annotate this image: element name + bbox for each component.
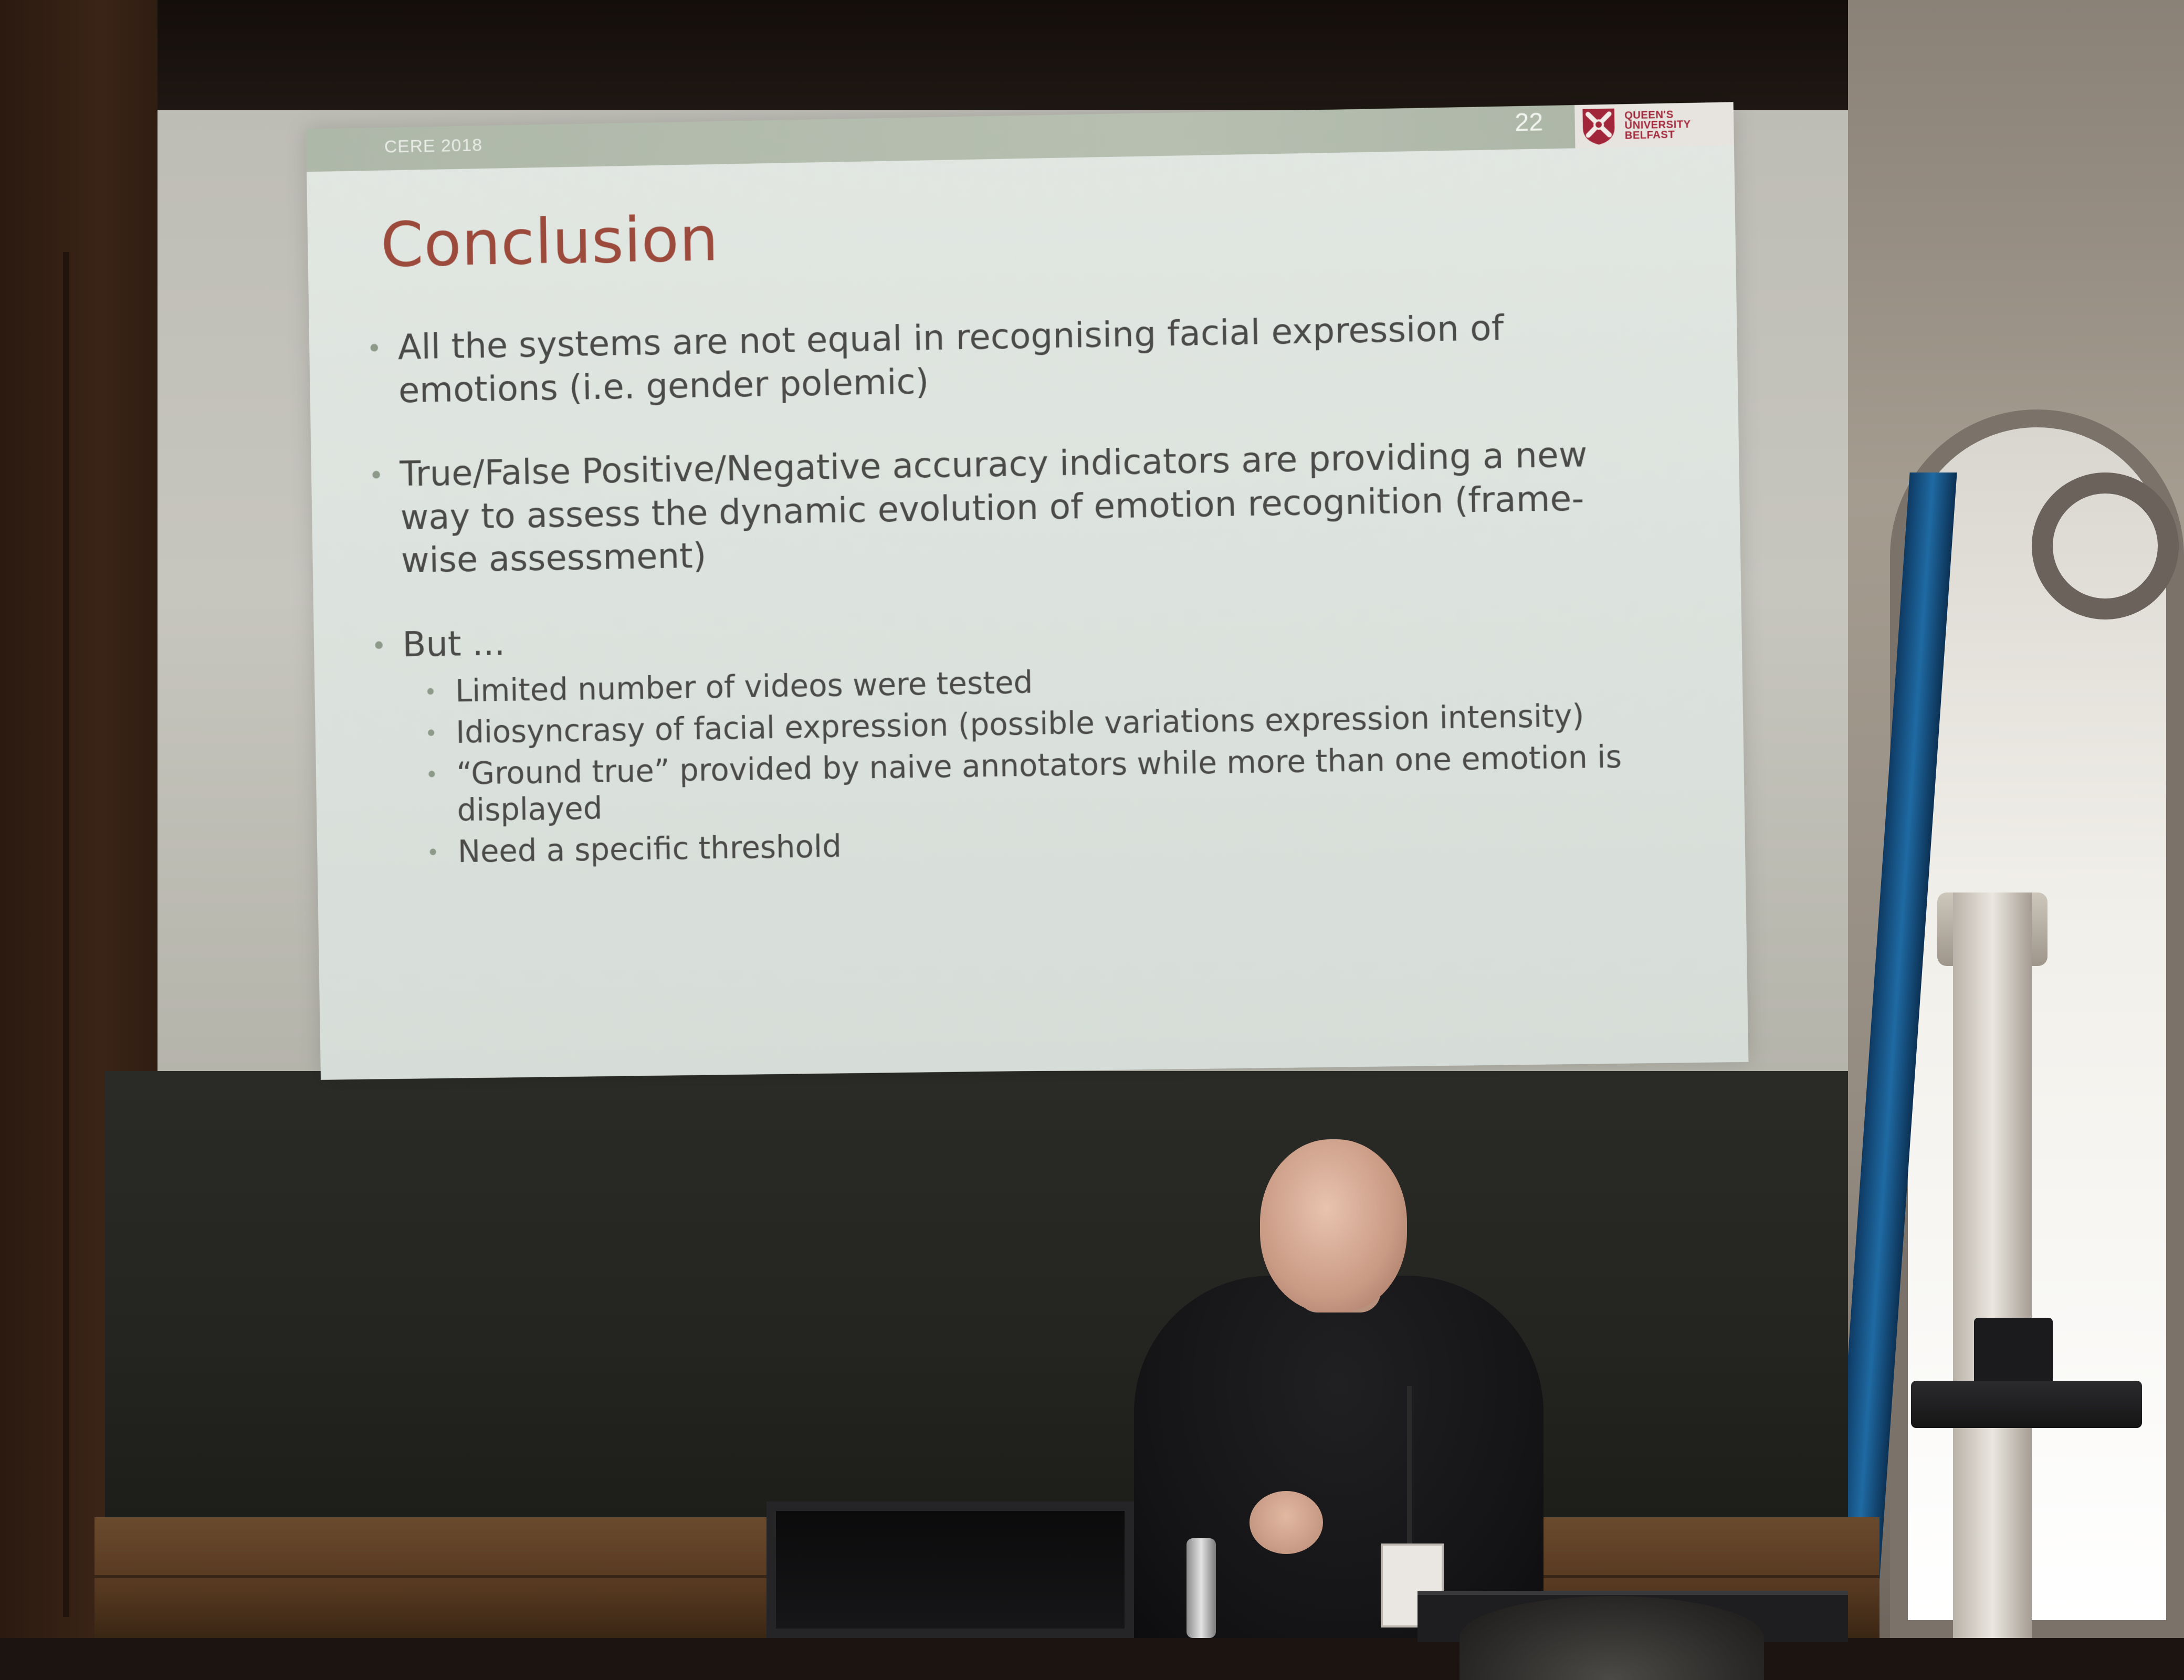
sub-bullet-item: “Ground true” provided by naive annotato… xyxy=(425,738,1665,830)
presenter-head xyxy=(1260,1139,1407,1312)
university-crest-icon xyxy=(1580,107,1618,145)
stone-column xyxy=(1953,892,2032,1638)
logo-line-3: BELFAST xyxy=(1624,129,1675,142)
lanyard xyxy=(1407,1386,1412,1549)
gothic-window xyxy=(1890,410,2184,1638)
blackboard-wall xyxy=(105,1071,1848,1517)
audience-head xyxy=(1460,1596,1764,1680)
document-camera xyxy=(1974,1318,2053,1386)
sub-bullet-list: Limited number of videos were tested Idi… xyxy=(403,654,1665,871)
bullet-item: True/False Positive/Negative accuracy in… xyxy=(368,432,1661,583)
bullet-text: True/False Positive/Negative accuracy in… xyxy=(399,434,1588,581)
window-tracery xyxy=(2032,472,2179,620)
slide-header-bar: CERE 2018 22 QUEEN'S UNIVERSITY BELFAST xyxy=(306,102,1734,172)
screen-frame xyxy=(158,0,1848,110)
bullet-text: But ... xyxy=(402,622,506,665)
slide-number: 22 xyxy=(1515,108,1544,137)
bullet-item: But ... Limited number of videos were te… xyxy=(371,604,1665,872)
podium-monitor xyxy=(766,1502,1134,1638)
university-logo: QUEEN'S UNIVERSITY BELFAST xyxy=(1574,102,1734,149)
presentation-slide: CERE 2018 22 QUEEN'S UNIVERSITY BELFAST … xyxy=(306,102,1749,1080)
camera-mount xyxy=(1911,1381,2142,1428)
bullet-text: All the systems are not equal in recogni… xyxy=(397,307,1504,411)
microphone-post xyxy=(1186,1538,1216,1638)
bullet-list: All the systems are not equal in recogni… xyxy=(366,304,1666,872)
presenter-hand xyxy=(1250,1491,1323,1554)
slide-title: Conclusion xyxy=(380,202,719,281)
conference-label: CERE 2018 xyxy=(384,135,483,157)
bullet-item: All the systems are not equal in recogni… xyxy=(366,304,1658,413)
logo-wordmark: QUEEN'S UNIVERSITY BELFAST xyxy=(1624,109,1691,141)
